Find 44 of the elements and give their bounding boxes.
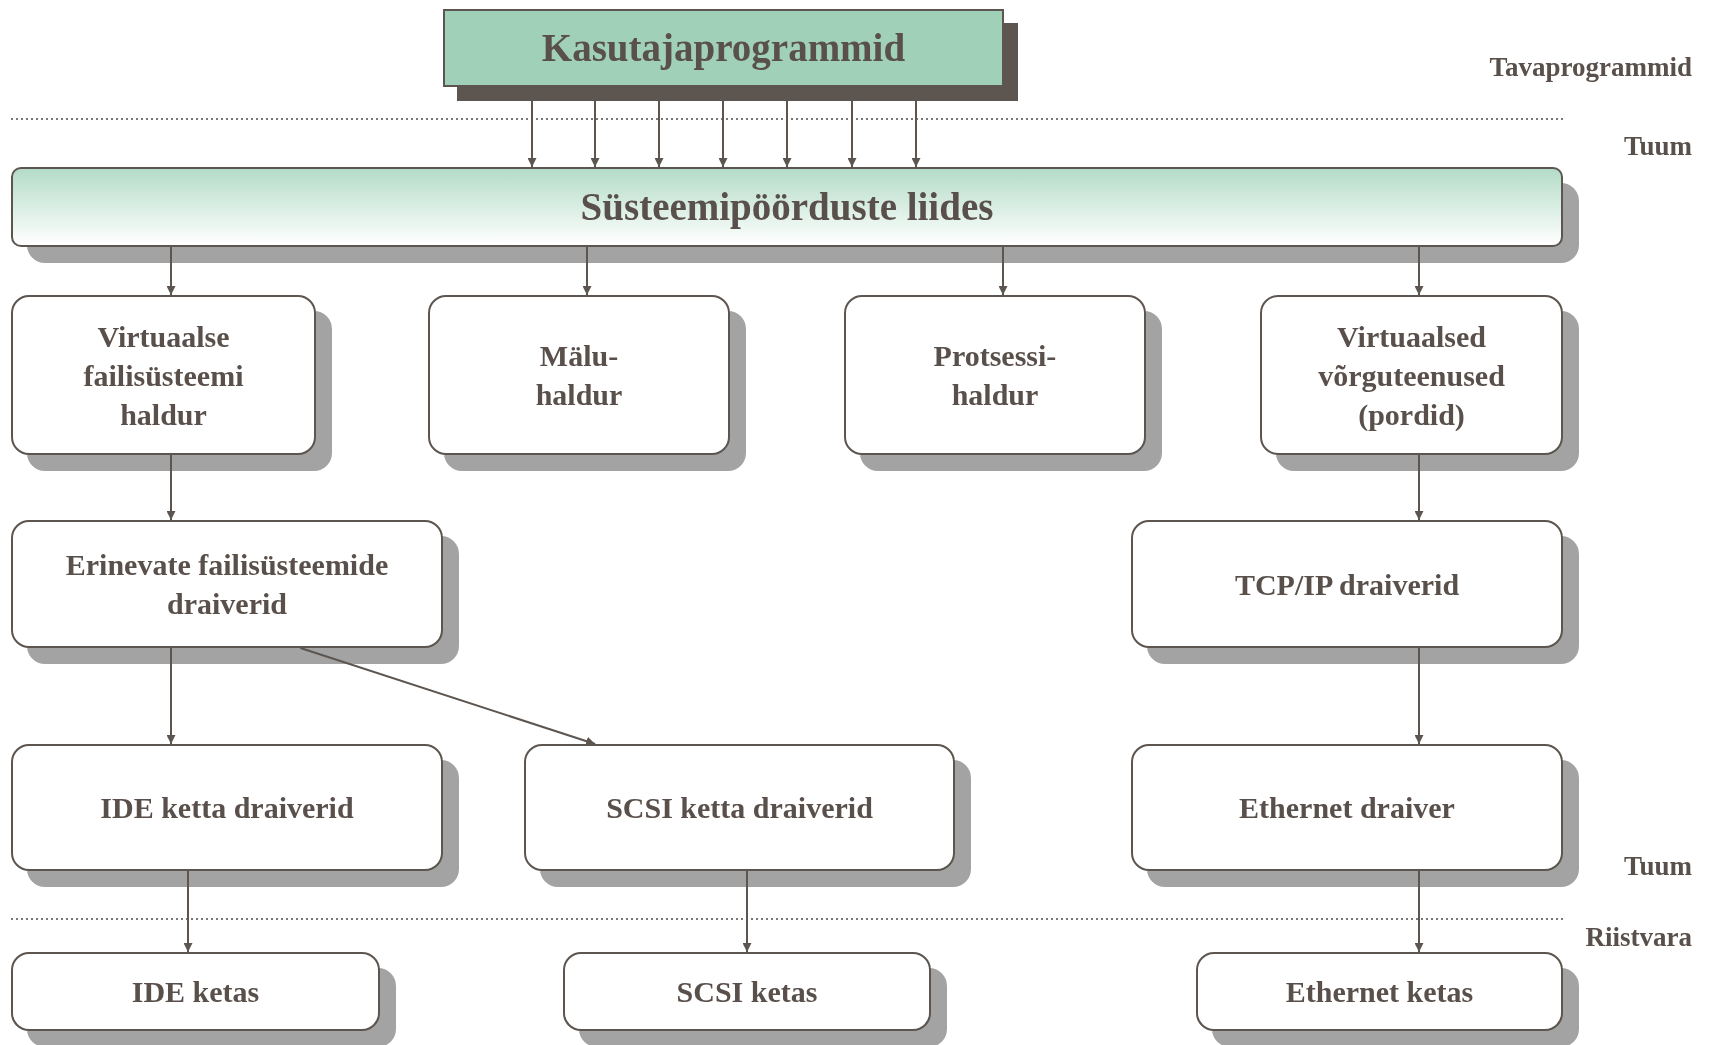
module-box xyxy=(844,295,1146,455)
module-box xyxy=(1131,744,1563,871)
module-box xyxy=(1196,952,1563,1031)
arrow xyxy=(582,246,592,296)
program-box xyxy=(443,9,1004,87)
box-label: TCP/IP draiverid xyxy=(1234,566,1460,603)
module-box xyxy=(1131,520,1563,648)
arrow xyxy=(166,647,176,745)
box-label: Mälu- haldur xyxy=(534,338,624,413)
module-box xyxy=(563,952,931,1031)
arrow xyxy=(998,246,1008,296)
layer-label: Tuum xyxy=(1623,851,1692,882)
box-label: Virtuaalsed võrguteenused (pordid) xyxy=(1317,318,1506,433)
module-box xyxy=(11,295,316,455)
interface-bar xyxy=(11,167,1563,247)
arrow xyxy=(1414,454,1424,521)
module-box xyxy=(428,295,730,455)
arrow xyxy=(166,246,176,296)
module-box xyxy=(1260,295,1563,455)
arrow xyxy=(166,454,176,521)
arrow xyxy=(1414,246,1424,296)
box-label: Virtuaalse failisüsteemi haldur xyxy=(82,318,245,433)
module-box xyxy=(11,744,443,871)
box-label: Kasutajaprogrammid xyxy=(541,24,906,72)
box-label: IDE ketas xyxy=(131,974,260,1010)
arrow xyxy=(1414,647,1424,745)
box-label: IDE ketta draiverid xyxy=(100,790,354,826)
arrow xyxy=(183,870,193,953)
layer-label: Riistvara xyxy=(1585,922,1692,953)
layer-label: Tavaprogrammid xyxy=(1489,52,1692,83)
box-label: Protsessi- haldur xyxy=(932,338,1058,413)
arrow xyxy=(299,647,597,746)
box-label: Ethernet ketas xyxy=(1285,974,1474,1010)
module-box xyxy=(11,520,443,648)
box-label: Erinevate failisüsteemide draiverid xyxy=(64,547,390,622)
arrow xyxy=(742,870,752,953)
box-label: Süsteemipöörduste liides xyxy=(580,183,994,231)
module-box xyxy=(11,952,380,1031)
box-label: Ethernet draiver xyxy=(1239,790,1455,826)
layer-label: Tuum xyxy=(1623,131,1692,162)
box-label: SCSI ketas xyxy=(676,974,818,1010)
arrow xyxy=(1414,870,1424,953)
module-box xyxy=(524,744,955,871)
box-label: SCSI ketta draiverid xyxy=(606,790,873,826)
